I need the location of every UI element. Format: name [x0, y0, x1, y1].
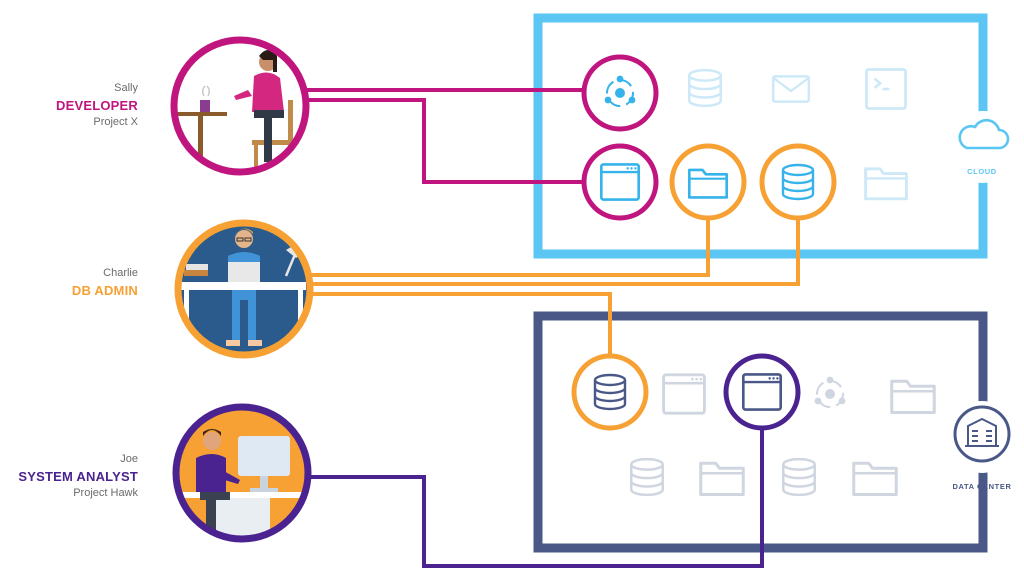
- cloud-resources: [581, 54, 908, 221]
- cloud-label: CLOUD: [967, 167, 997, 176]
- browser-window-icon: [662, 373, 706, 415]
- cloud-icon: [958, 118, 1010, 150]
- cloud-hub-node[interactable]: [581, 54, 659, 132]
- person-label-sally: Sally DEVELOPER Project X: [0, 80, 138, 131]
- building-icon: [965, 417, 999, 447]
- terminal-icon: [865, 68, 907, 110]
- datacenter-environment: DATA CENTER: [533, 311, 1018, 553]
- cloud-environment: CLOUD: [533, 13, 1019, 259]
- person-project: Project Hawk: [73, 487, 138, 499]
- folder-icon: [890, 379, 936, 414]
- person-project: Project X: [93, 116, 138, 128]
- folder-icon: [852, 461, 898, 496]
- avatar-charlie[interactable]: [174, 219, 314, 359]
- folder-icon: [864, 167, 908, 201]
- avatar-joe[interactable]: [172, 403, 312, 544]
- folder-icon: [699, 461, 745, 496]
- database-icon: [687, 68, 723, 108]
- dbadmin-link-folder: [310, 218, 710, 277]
- person-name: Sally: [114, 82, 138, 94]
- person-role: DB ADMIN: [71, 283, 138, 298]
- dbadmin-link-db-dc: [310, 292, 612, 356]
- cloud-database-node[interactable]: [759, 143, 837, 221]
- analyst-link-window: [300, 424, 764, 568]
- cloud-folder-node[interactable]: [669, 143, 747, 221]
- person-name: Joe: [120, 453, 138, 465]
- person-label-joe: Joe SYSTEM ANALYST Project Hawk: [0, 451, 138, 502]
- dbadmin-link-db-cloud: [310, 218, 800, 286]
- hub-icon: [813, 375, 847, 408]
- datacenter-resources: [571, 353, 936, 497]
- datacenter-database-node[interactable]: [571, 353, 649, 431]
- avatar-sally[interactable]: [170, 36, 310, 176]
- datacenter-label: DATA CENTER: [953, 482, 1012, 491]
- cloud-frame: [533, 13, 988, 259]
- cloud-window-node[interactable]: [581, 143, 659, 221]
- mail-icon: [771, 74, 811, 104]
- cloud-badge: CLOUD: [947, 111, 1019, 183]
- connectors: [300, 88, 800, 568]
- person-role: DEVELOPER: [56, 98, 138, 113]
- datacenter-badge: DATA CENTER: [946, 401, 1018, 491]
- person-name: Charlie: [103, 267, 138, 279]
- database-icon: [781, 457, 817, 497]
- datacenter-window-node[interactable]: [723, 353, 801, 431]
- person-label-charlie: Charlie DB ADMIN: [0, 265, 138, 299]
- person-role: SYSTEM ANALYST: [18, 469, 138, 484]
- database-icon: [629, 457, 665, 497]
- developer-link-window: [305, 98, 584, 184]
